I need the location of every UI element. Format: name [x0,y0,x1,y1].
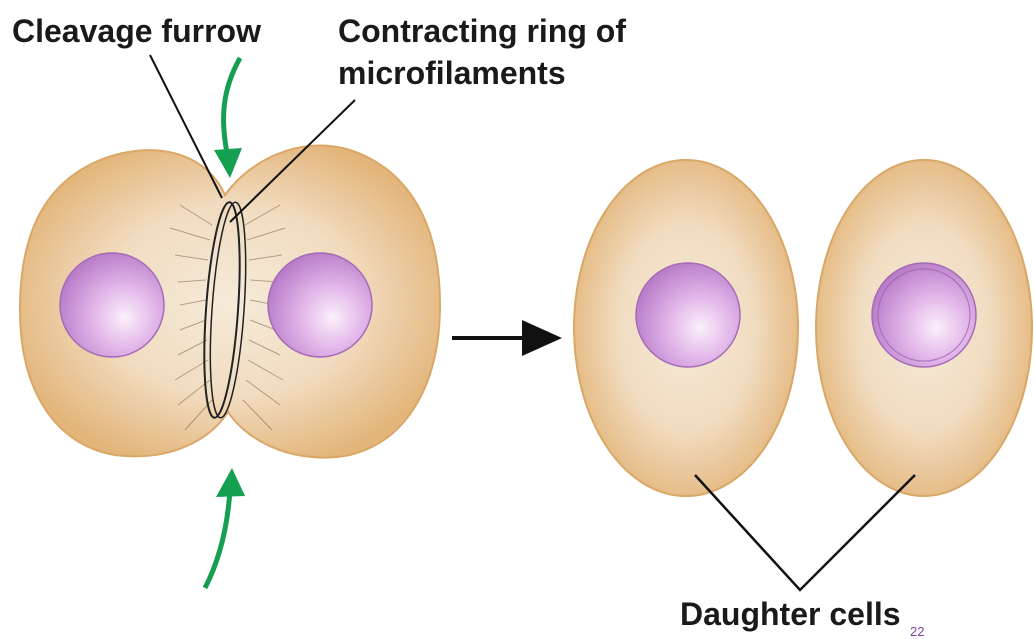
nucleus-left [60,253,164,357]
daughter-cell-left [574,160,798,496]
process-arrow [452,320,562,356]
green-arrow-top [214,58,242,178]
label-cleavage-furrow: Cleavage furrow [12,13,261,49]
leader-daughter-cells [695,475,915,590]
daughter-nucleus-right [872,263,976,367]
page-number: 22 [910,624,924,639]
label-contracting-ring-line2: microfilaments [338,55,566,91]
green-arrow-bottom [205,468,245,588]
nucleus-right [268,253,372,357]
label-contracting-ring-line1: Contracting ring of [338,13,626,49]
daughter-cell-right [816,160,1032,496]
label-daughter-cells: Daughter cells [680,596,901,632]
dividing-cell [20,146,440,458]
daughter-nucleus-left [636,263,740,367]
